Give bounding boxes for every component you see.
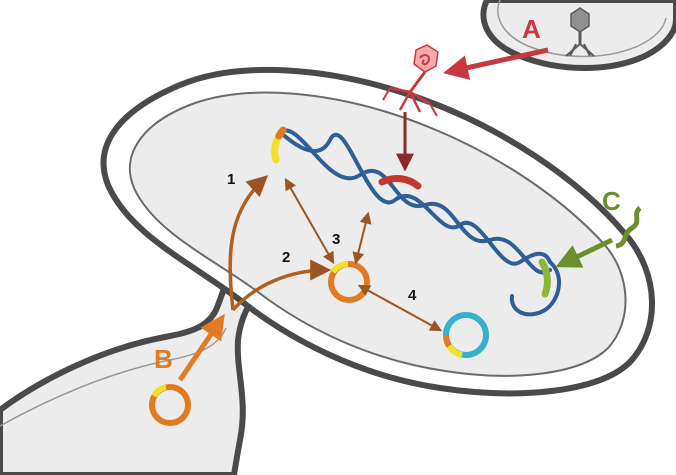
bacteriophage-free-icon: [565, 7, 595, 57]
arrow-3-excision: [352, 211, 372, 265]
arrow-c-transformation: [555, 206, 642, 268]
chromosome-dna-helix: [278, 128, 561, 317]
label-b: B: [154, 344, 173, 374]
bacteriophage-bound-icon: [382, 44, 439, 117]
label-step-4: 4: [408, 287, 417, 304]
donor-cell-bottom: [0, 271, 260, 475]
arrow-1-integration: [284, 177, 335, 265]
label-step-1: 1: [227, 171, 235, 188]
arrow-a-transduction: [396, 47, 549, 172]
transformed-insert-segment: [538, 258, 551, 298]
plasmid-ring-center: [328, 260, 370, 303]
plasmid-ring-received: [443, 312, 489, 358]
recipient-cell: [100, 66, 655, 397]
phage-insert-segment: [378, 175, 422, 190]
label-c: C: [602, 186, 621, 216]
label-step-2: 2: [282, 249, 290, 266]
label-step-3: 3: [332, 231, 340, 248]
label-a: A: [522, 14, 541, 44]
plasmid-ring-donor: [149, 384, 191, 426]
arrow-b-conjugation: [177, 175, 332, 382]
plasmid-insert-segment-tip: [275, 126, 287, 140]
arrow-4-transfer: [357, 284, 443, 332]
